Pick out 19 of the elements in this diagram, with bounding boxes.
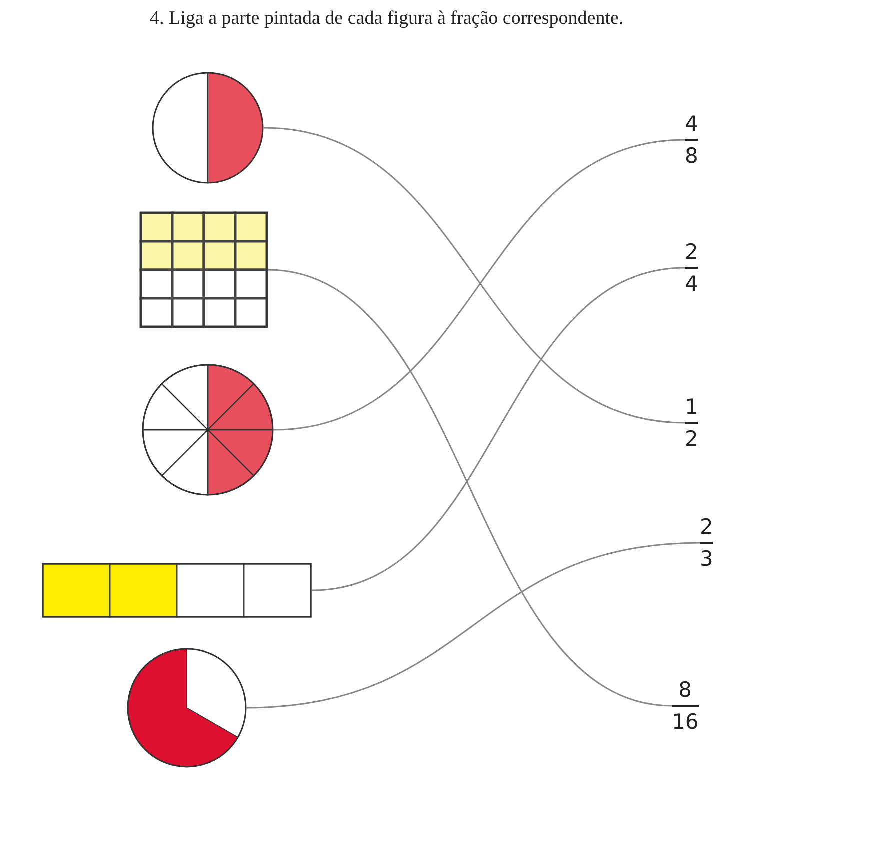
fraction-denominator: 2: [685, 427, 698, 451]
shaded-strip-drawing: [42, 563, 312, 618]
fraction-numerator: 1: [685, 395, 698, 419]
connecting-line: [312, 267, 686, 592]
eighths-circle-drawing: [142, 364, 274, 496]
fraction-numerator: 4: [685, 112, 698, 136]
fraction-denominator: 8: [685, 144, 698, 168]
fraction-numerator: 2: [685, 240, 698, 264]
connecting-line: [268, 269, 672, 707]
shaded-grid-drawing: [140, 212, 268, 328]
fraction-numerator: 2: [700, 515, 714, 539]
fraction-denominator: 4: [685, 272, 698, 296]
fraction-numerator: 8: [678, 678, 692, 702]
half-shaded-circle-drawing: [152, 72, 264, 184]
instruction-heading: 4. Liga a parte pintada de cada figura à fração correspondente.: [150, 8, 624, 30]
pie-circle-drawing: [127, 648, 247, 768]
connecting-line: [246, 542, 700, 709]
fraction-denominator: 16: [672, 710, 699, 734]
fraction-denominator: 3: [700, 547, 714, 571]
